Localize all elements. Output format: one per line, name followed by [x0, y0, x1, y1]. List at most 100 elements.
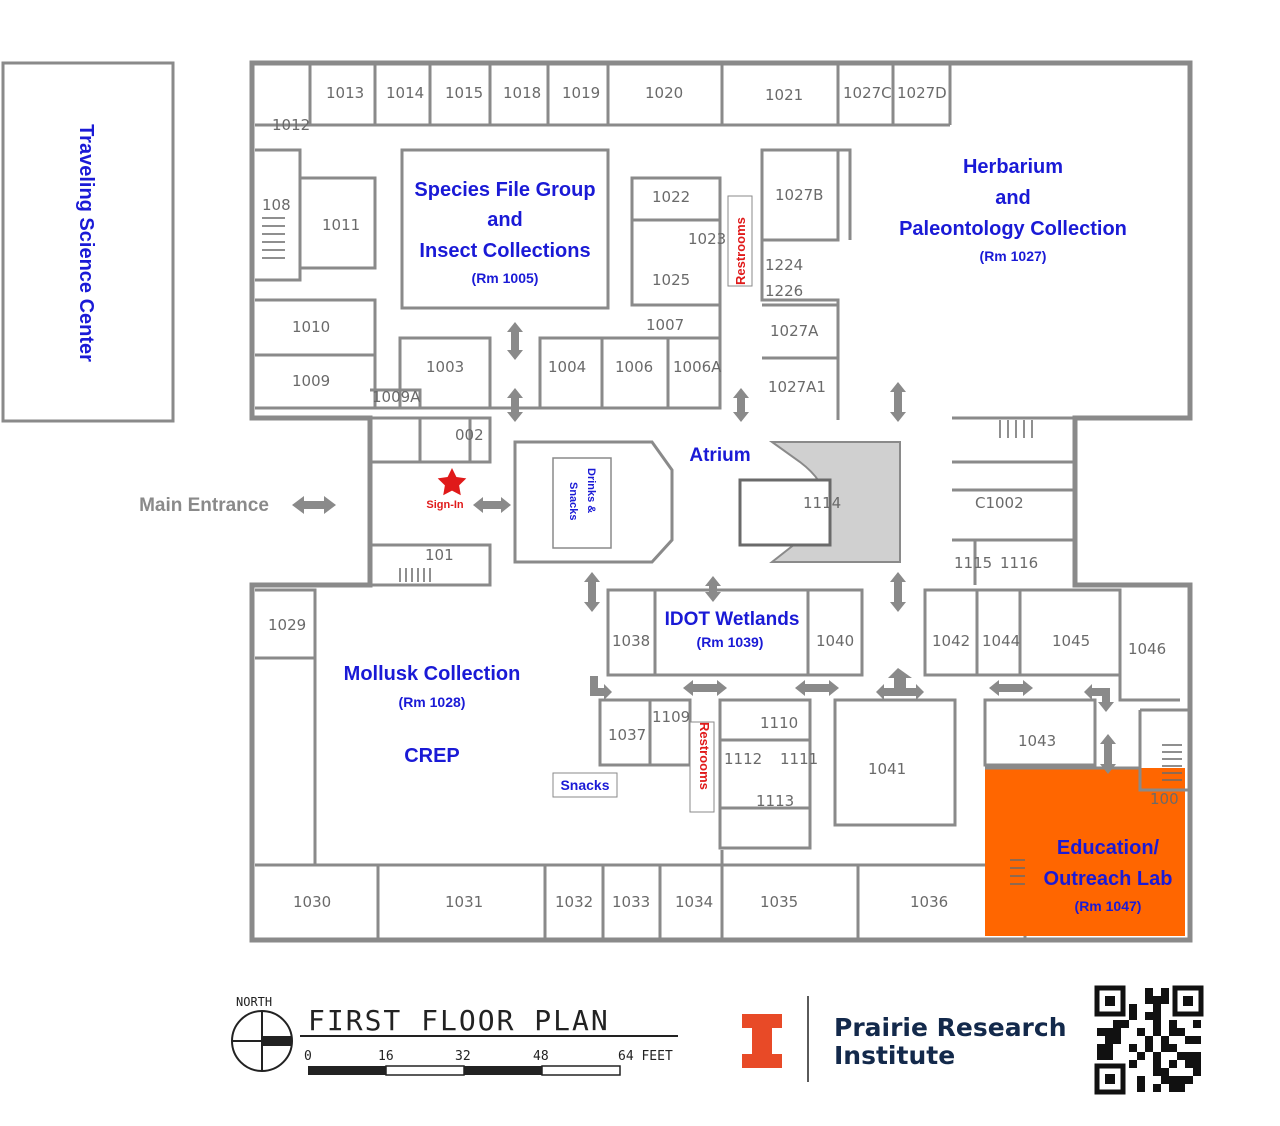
room-number: 1007 [646, 316, 684, 334]
room-number: 1022 [652, 188, 690, 206]
room-number: 1009A [372, 388, 421, 406]
room-number: 1109 [652, 708, 690, 726]
elevator-stair-core [738, 478, 832, 547]
room-number: 1027A1 [768, 378, 826, 396]
main-entrance-label: Main Entrance [139, 495, 269, 516]
qr-module [1177, 1076, 1185, 1084]
qr-module [1193, 1060, 1201, 1068]
room-number: 1033 [612, 893, 650, 911]
herbarium-label-line2: and [995, 187, 1031, 209]
qr-module [1177, 1052, 1185, 1060]
room-number: 1006A [673, 358, 722, 376]
qr-module [1161, 1076, 1169, 1084]
illinois-logo-icon [742, 1014, 782, 1068]
qr-module [1137, 1052, 1145, 1060]
snack-counter [552, 457, 612, 549]
room-number: 1027C [843, 84, 892, 102]
qr-module [1129, 1012, 1137, 1020]
vertical-arrow-icon [1100, 734, 1116, 774]
room-number: 1041 [868, 760, 906, 778]
atrium-label: Atrium [689, 445, 750, 466]
qr-module [1153, 1012, 1161, 1020]
education-label-line1: Education/ [1057, 837, 1160, 859]
qr-module [1105, 1028, 1113, 1036]
qr-module [1105, 1052, 1113, 1060]
qr-module [1169, 1044, 1177, 1052]
qr-module [1185, 1060, 1193, 1068]
qr-module [1153, 1052, 1161, 1060]
room-number: 1023 [688, 230, 726, 248]
room-number: 1004 [548, 358, 586, 376]
junction-arrow-icon [876, 668, 924, 700]
room-number: 1111 [780, 750, 818, 768]
turn-arrow-icon [590, 676, 612, 700]
qr-module [1153, 1028, 1161, 1036]
scale-tick: 0 [304, 1049, 312, 1064]
room-number: 101 [425, 546, 454, 564]
star-icon [437, 468, 467, 496]
qr-module [1137, 1028, 1145, 1036]
qr-module [1169, 1028, 1177, 1036]
qr-code-icon [1094, 985, 1204, 1095]
vertical-arrow-icon [507, 322, 523, 360]
stairs [262, 217, 1182, 885]
qr-module [1113, 1028, 1121, 1036]
restrooms-box-north [727, 195, 753, 287]
room-number: 1038 [612, 632, 650, 650]
mollusk-room-label: (Rm 1028) [399, 694, 466, 710]
qr-module [1121, 1020, 1129, 1028]
room-number: 1115 [954, 554, 992, 572]
room-number: 1224 [765, 256, 803, 274]
qr-module [1129, 1044, 1137, 1052]
qr-module [1161, 1068, 1169, 1076]
qr-module [1169, 1076, 1177, 1084]
snacks-label: Snacks [560, 777, 609, 793]
room-number: 1019 [562, 84, 600, 102]
qr-module [1113, 1020, 1121, 1028]
room-number: 1045 [1052, 632, 1090, 650]
room-number: 1006 [615, 358, 653, 376]
qr-module [1145, 1012, 1153, 1020]
traveling-center-label: Traveling Science Center [75, 124, 97, 362]
room-number: 1027B [775, 186, 823, 204]
qr-module [1105, 1044, 1113, 1052]
room-number: 1116 [1000, 554, 1038, 572]
room-number: 1030 [293, 893, 331, 911]
room-number: 1025 [652, 271, 690, 289]
scale-bar: 0 16 32 48 64 FEET [304, 1049, 673, 1076]
room-number: 1110 [760, 714, 798, 732]
room-number: 1015 [445, 84, 483, 102]
room-number: 1014 [386, 84, 424, 102]
compass: NORTH [231, 995, 293, 1072]
qr-module [1129, 1060, 1137, 1068]
room-number: 1027D [897, 84, 947, 102]
qr-module [1153, 1020, 1161, 1028]
qr-module [1145, 1044, 1153, 1052]
qr-module [1193, 1036, 1201, 1044]
room-number: 002 [455, 426, 484, 444]
qr-module [1153, 996, 1161, 1004]
qr-module [1193, 1052, 1201, 1060]
qr-module [1145, 996, 1153, 1004]
room-number: 108 [262, 196, 291, 214]
double-arrow-icon [795, 680, 839, 696]
qr-module [1153, 1004, 1161, 1012]
room-number: 100 [1150, 790, 1179, 808]
room-number: 1035 [760, 893, 798, 911]
org-name-line2: Institute [834, 1041, 955, 1070]
qr-module [1137, 1076, 1145, 1084]
room-number: 1042 [932, 632, 970, 650]
entrance-arrow-icon [292, 496, 336, 514]
room-number: 1027A [770, 322, 819, 340]
qr-module [1185, 1036, 1193, 1044]
vertical-arrow-icon [705, 576, 721, 602]
snacks-box [552, 772, 618, 798]
room-number: 1112 [724, 750, 762, 768]
north-label: NORTH [236, 995, 272, 1009]
mollusk-label: Mollusk Collection [344, 663, 521, 685]
room-number: 1010 [292, 318, 330, 336]
room-number: 1029 [268, 616, 306, 634]
qr-module [1129, 1004, 1137, 1012]
education-lab-highlight [985, 768, 1185, 936]
species-room-label: (Rm 1005) [472, 270, 539, 286]
